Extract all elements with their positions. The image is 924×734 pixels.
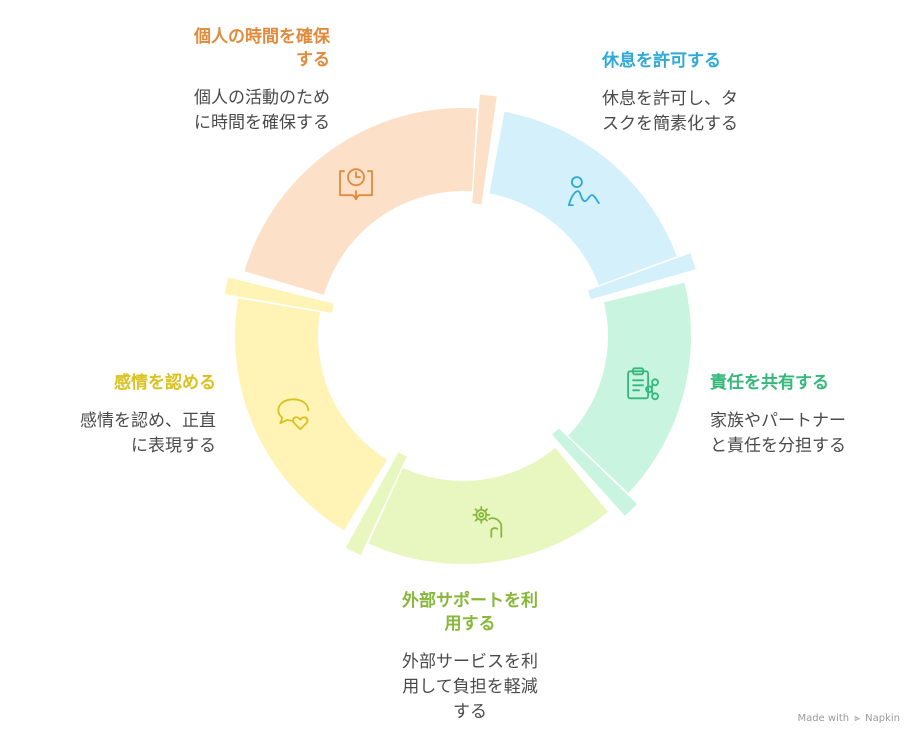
step-title-line: 休息を許可する [602,51,721,71]
made-with-text: Made with [797,713,850,724]
step-description-line: 個人の活動のため [194,88,330,108]
cycle-icons [277,168,659,538]
step-description-line: 感情を認め、正直 [80,411,216,431]
step-title: 外部サポートを利用する [382,590,558,636]
ring-connector [552,428,638,516]
step-description-line: 用して負担を軽減 [402,677,538,697]
napkin-watermark: Made with ⫸ Napkin [797,713,900,724]
step-description: 家族やパートナーと責任を分担する [710,409,880,459]
step-title-line: 用する [444,614,496,634]
ring-connector [588,253,696,300]
chat-heart-icon [277,398,310,431]
step-description-line: 外部サービスを利 [402,652,538,672]
clipboard-share-icon [627,367,659,401]
step-description-line: 家族やパートナー [710,411,846,431]
ring-connector [345,452,407,556]
step-title-line: 外部サポートを利 [402,591,538,611]
step-external-support: 外部サポートを利用する 外部サービスを利用して負担を軽減する [382,590,558,725]
book-clock-icon [339,168,373,201]
step-description-line: に時間を確保する [194,113,330,133]
napkin-brand-text: Napkin [865,713,900,724]
step-rest: 休息を許可する 休息を許可し、タスクを簡素化する [602,50,782,137]
step-description-line: スクを簡素化する [602,114,738,134]
cycle-segments [224,94,696,565]
hand-gear-icon [472,505,503,538]
ring-segment [234,298,388,531]
step-description-line: に表現する [131,436,216,456]
ring-segment [368,447,608,565]
ring-segment [244,107,477,295]
step-title-line: 個人の時間を確保 [194,27,330,47]
step-title: 感情を認める [40,372,216,395]
step-share-responsibility: 責任を共有する 家族やパートナーと責任を分担する [710,372,880,459]
step-description-line: する [453,702,487,722]
step-description: 休息を許可し、タスクを簡素化する [602,87,782,137]
step-acknowledge-feelings: 感情を認める 感情を認め、正直に表現する [40,372,216,459]
step-description: 感情を認め、正直に表現する [40,409,216,459]
step-description: 外部サービスを利用して負担を軽減する [382,650,558,725]
step-title-line: 責任を共有する [710,373,829,393]
step-description-line: と責任を分担する [710,436,846,456]
step-description: 個人の活動のために時間を確保する [150,86,330,136]
step-title: 個人の時間を確保する [150,26,330,72]
person-resting-icon [568,176,600,207]
ring-connector [224,277,334,313]
napkin-logo-icon: ⫸ [854,713,860,724]
step-title-line: 感情を認める [114,373,216,393]
step-title: 休息を許可する [602,50,782,73]
step-title-line: する [296,50,330,70]
step-description-line: 休息を許可し、タ [602,89,738,109]
step-title: 責任を共有する [710,372,880,395]
step-personal-time: 個人の時間を確保する 個人の活動のために時間を確保する [150,26,330,136]
ring-connector [472,94,497,205]
ring-segment [568,282,691,493]
